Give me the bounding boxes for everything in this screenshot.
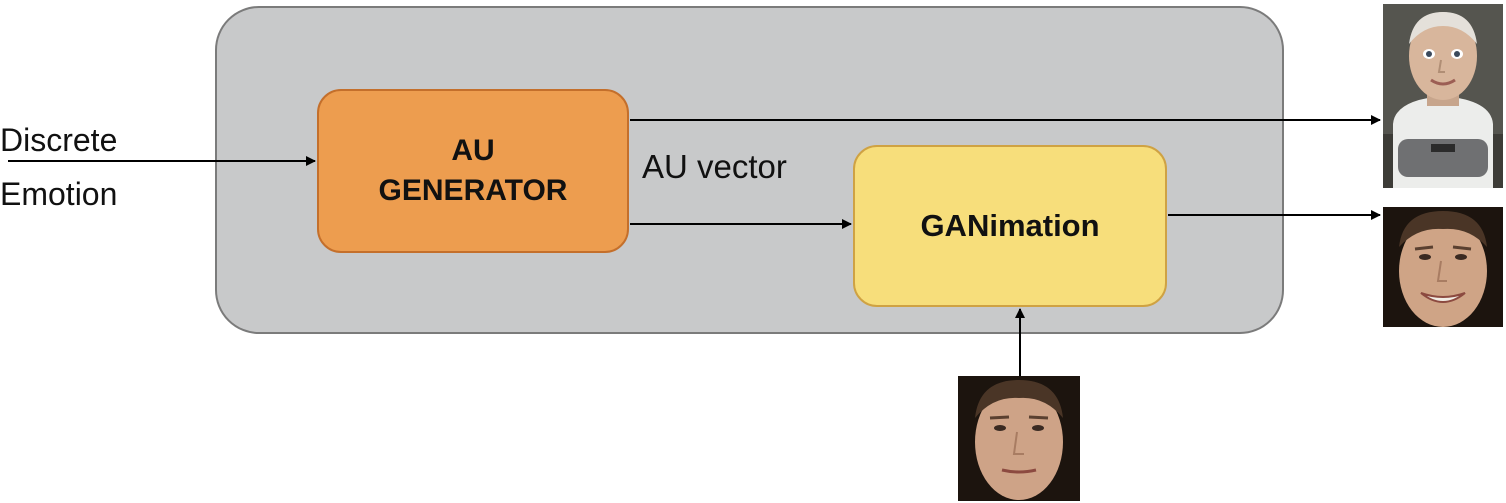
au-generator-line2: GENERATOR bbox=[378, 174, 568, 207]
robot-head-image bbox=[1383, 4, 1503, 188]
input-label: Discrete Emotion bbox=[0, 113, 117, 221]
au-generator-line1: AU bbox=[451, 133, 495, 167]
au-vector-label: AU vector bbox=[642, 148, 787, 185]
output-face-image bbox=[1383, 207, 1503, 327]
input-face-image bbox=[958, 376, 1080, 501]
input-label-line2: Emotion bbox=[0, 176, 118, 212]
ganimation-label: GANimation bbox=[920, 208, 1100, 244]
au-generator-block: AU GENERATOR bbox=[317, 89, 629, 253]
ganimation-block: GANimation bbox=[853, 145, 1167, 307]
input-label-line1: Discrete bbox=[0, 122, 118, 158]
